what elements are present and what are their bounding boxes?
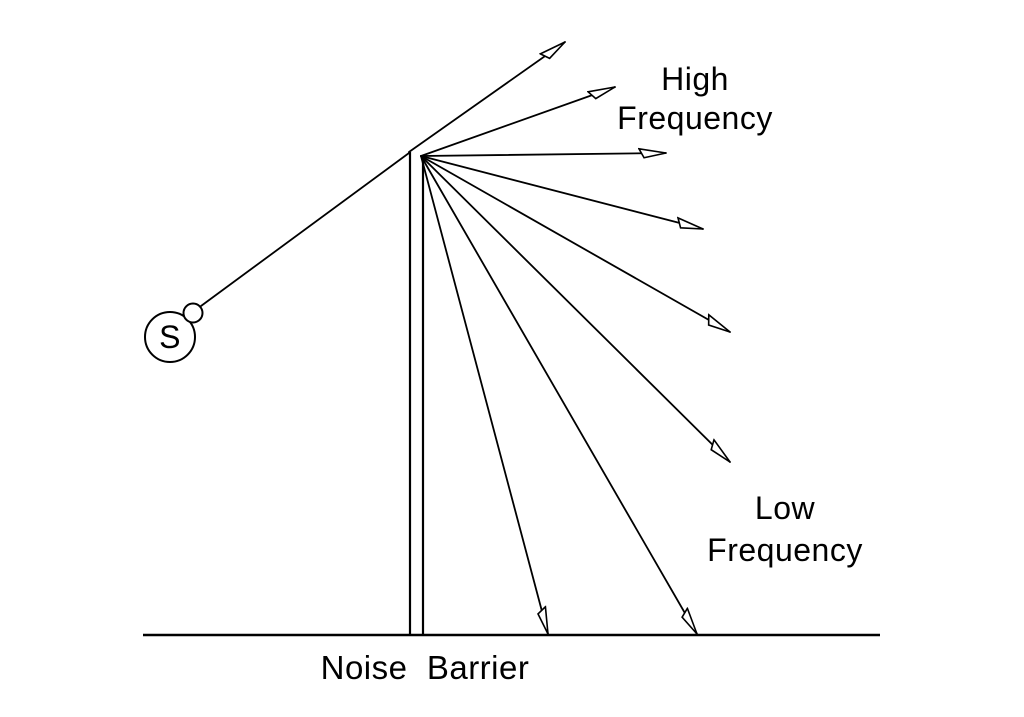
noise-barrier-label: Noise Barrier [320, 649, 530, 686]
high-frequency-label: High Frequency [570, 60, 820, 138]
incident-ray-group [200, 152, 410, 307]
high-frequency-label-line1: High [661, 61, 729, 97]
source-label: S [159, 319, 181, 355]
diffracted-rays-group [408, 41, 731, 635]
diffracted-ray-4 [420, 155, 704, 230]
incident-ray [200, 152, 410, 307]
low-frequency-label: Low Frequency [660, 487, 910, 571]
high-frequency-label-line2: Frequency [617, 100, 773, 136]
source-circle [144, 311, 196, 363]
source-small-circle [182, 302, 204, 324]
source-group [144, 302, 204, 363]
low-frequency-label-line2: Frequency [707, 532, 863, 568]
diffracted-ray-3 [420, 153, 667, 156]
diffracted-ray-1 [408, 41, 566, 153]
diffracted-ray-6 [420, 155, 731, 463]
low-frequency-label-line1: Low [754, 490, 816, 526]
diffracted-ray-5 [420, 155, 731, 333]
diffracted-ray-2 [420, 86, 616, 157]
diffracted-ray-8 [420, 155, 549, 635]
barrier-group [408, 152, 425, 635]
diffracted-ray-7 [420, 155, 698, 635]
